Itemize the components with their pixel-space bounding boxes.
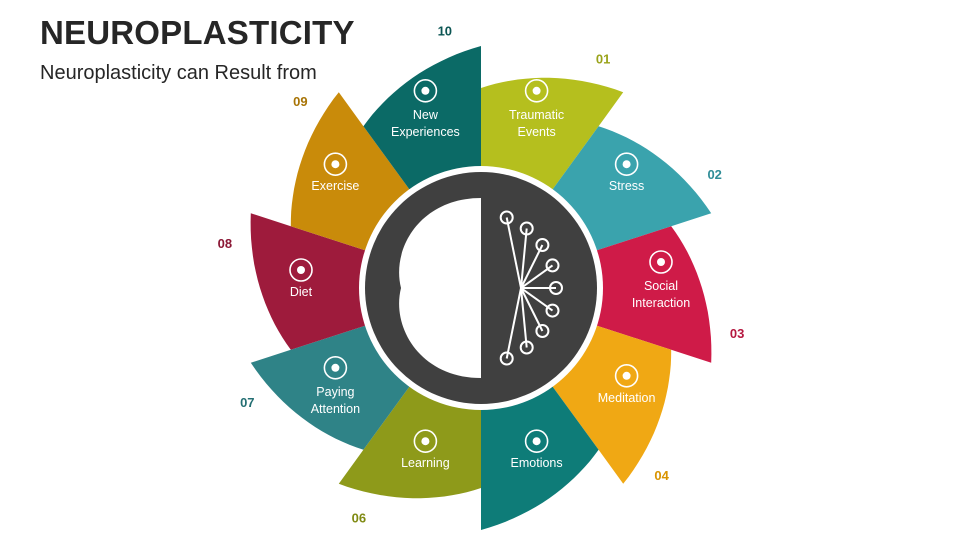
warning-triangle-icon	[323, 355, 348, 380]
segment-10-label-line-1: New	[413, 108, 439, 122]
segment-03-wedge	[595, 226, 712, 363]
segment-08: Diet 08	[218, 213, 367, 350]
segment-05: Emotions 05	[481, 385, 599, 540]
segment-01-label-line-1: Traumatic	[509, 108, 564, 122]
segment-10-label-line-2: Experiences	[391, 125, 460, 139]
segment-02-number: 02	[707, 167, 721, 182]
head-lightning-icon	[524, 79, 549, 103]
segment-06-label-line-1: Learning	[401, 456, 450, 470]
segment-08-wedge	[250, 213, 367, 350]
segment-06-wedge	[338, 385, 481, 499]
chat-bubbles-icon	[649, 250, 673, 274]
laptop-graduation-icon	[413, 429, 438, 454]
gears-idea-icon	[413, 79, 438, 103]
plate-cutlery-icon	[289, 258, 313, 282]
segment-09-wedge	[290, 92, 411, 251]
segment-09-label-line-1: Exercise	[311, 179, 359, 193]
segment-10-wedge	[363, 46, 481, 191]
segment-05-wedge	[481, 385, 599, 530]
segment-03-number: 03	[730, 326, 744, 341]
segment-07-number: 07	[240, 395, 254, 410]
segment-02-label-line-1: Stress	[609, 179, 644, 193]
segment-10-number: 10	[438, 24, 452, 39]
segment-01-wedge	[481, 77, 624, 191]
stressed-person-icon	[614, 152, 639, 176]
page-subtitle: Neuroplasticity can Result from	[40, 62, 317, 84]
page-title: NEUROPLASTICITY	[40, 14, 355, 51]
segment-06-number: 06	[352, 511, 366, 526]
segment-07-label-line-2: Attention	[311, 402, 360, 416]
segment-08-number: 08	[218, 236, 232, 251]
segment-08-label-line-1: Diet	[290, 285, 313, 299]
emoji-faces-icon	[524, 429, 549, 454]
segment-04-number: 04	[654, 468, 669, 483]
segment-03-label-line-1: Social	[644, 279, 678, 293]
segment-09-number: 09	[293, 94, 307, 109]
meditation-icon	[614, 363, 639, 388]
segment-09: Exercise 09	[290, 92, 411, 251]
segment-01-number: 01	[596, 51, 610, 66]
dumbbell-icon	[323, 152, 348, 176]
segment-07-wedge	[250, 325, 411, 450]
segment-06: Learning 06	[338, 385, 481, 526]
segment-07-label-line-1: Paying	[316, 385, 354, 399]
segment-05-number: 05	[510, 539, 524, 540]
segment-04-label-line-1: Meditation	[598, 391, 656, 405]
segment-02: Stress 02	[551, 126, 722, 251]
segment-02-wedge	[551, 126, 712, 251]
segment-03-label-line-2: Interaction	[632, 296, 690, 310]
segment-04-wedge	[551, 325, 672, 484]
segment-05-label-line-1: Emotions	[511, 456, 563, 470]
segment-04: Meditation 04	[551, 325, 672, 484]
segment-01-label-line-2: Events	[517, 125, 555, 139]
brain-network-icon	[399, 198, 563, 378]
